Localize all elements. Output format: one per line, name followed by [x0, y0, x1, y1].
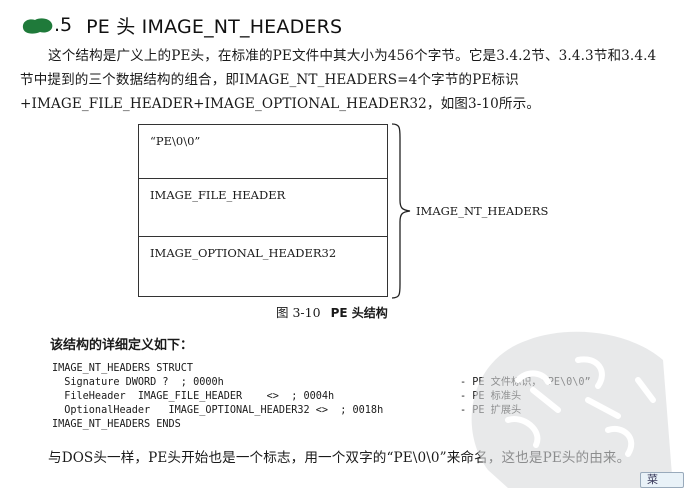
diagram-row-optional-header: IMAGE_OPTIONAL_HEADER32	[150, 246, 337, 260]
figure-caption: 图 3-10 PE 头结构	[276, 302, 388, 321]
definition-heading: 该结构的详细定义如下：	[50, 338, 194, 353]
brace-label: IMAGE_NT_HEADERS	[416, 204, 549, 218]
pe-header-diagram: “PE\0\0” IMAGE_FILE_HEADER IMAGE_OPTIONA…	[138, 124, 388, 297]
watermark-seal-icon	[471, 331, 673, 488]
corner-tag[interactable]: 菜	[640, 472, 684, 488]
right-brace-icon	[391, 123, 411, 299]
code-line: IMAGE_NT_HEADERS ENDS	[52, 419, 181, 430]
green-blob-icon	[20, 14, 54, 36]
section-heading: .5 PE 头 IMAGE_NT_HEADERS	[20, 12, 342, 38]
code-line: FileHeader IMAGE_FILE_HEADER <> ; 0004h-…	[52, 391, 521, 402]
diagram-row-file-header: IMAGE_FILE_HEADER	[139, 179, 387, 237]
code-line: OptionalHeader IMAGE_OPTIONAL_HEADER32 <…	[52, 405, 521, 416]
caption-number: 图 3-10	[276, 305, 321, 320]
code-line: Signature DWORD ? ; 0000h- PE 文件标识，“PE\0…	[52, 377, 590, 388]
code-line: IMAGE_NT_HEADERS STRUCT	[52, 363, 194, 374]
section-title: PE 头 IMAGE_NT_HEADERS	[86, 15, 343, 38]
diagram-row-signature: “PE\0\0”	[139, 125, 387, 179]
caption-title: PE 头结构	[330, 306, 388, 320]
section-number: .5	[54, 14, 73, 36]
intro-paragraph: 这个结构是广义上的PE头，在标准的PE文件中其大小为456个字节。它是3.4.2…	[20, 48, 657, 112]
